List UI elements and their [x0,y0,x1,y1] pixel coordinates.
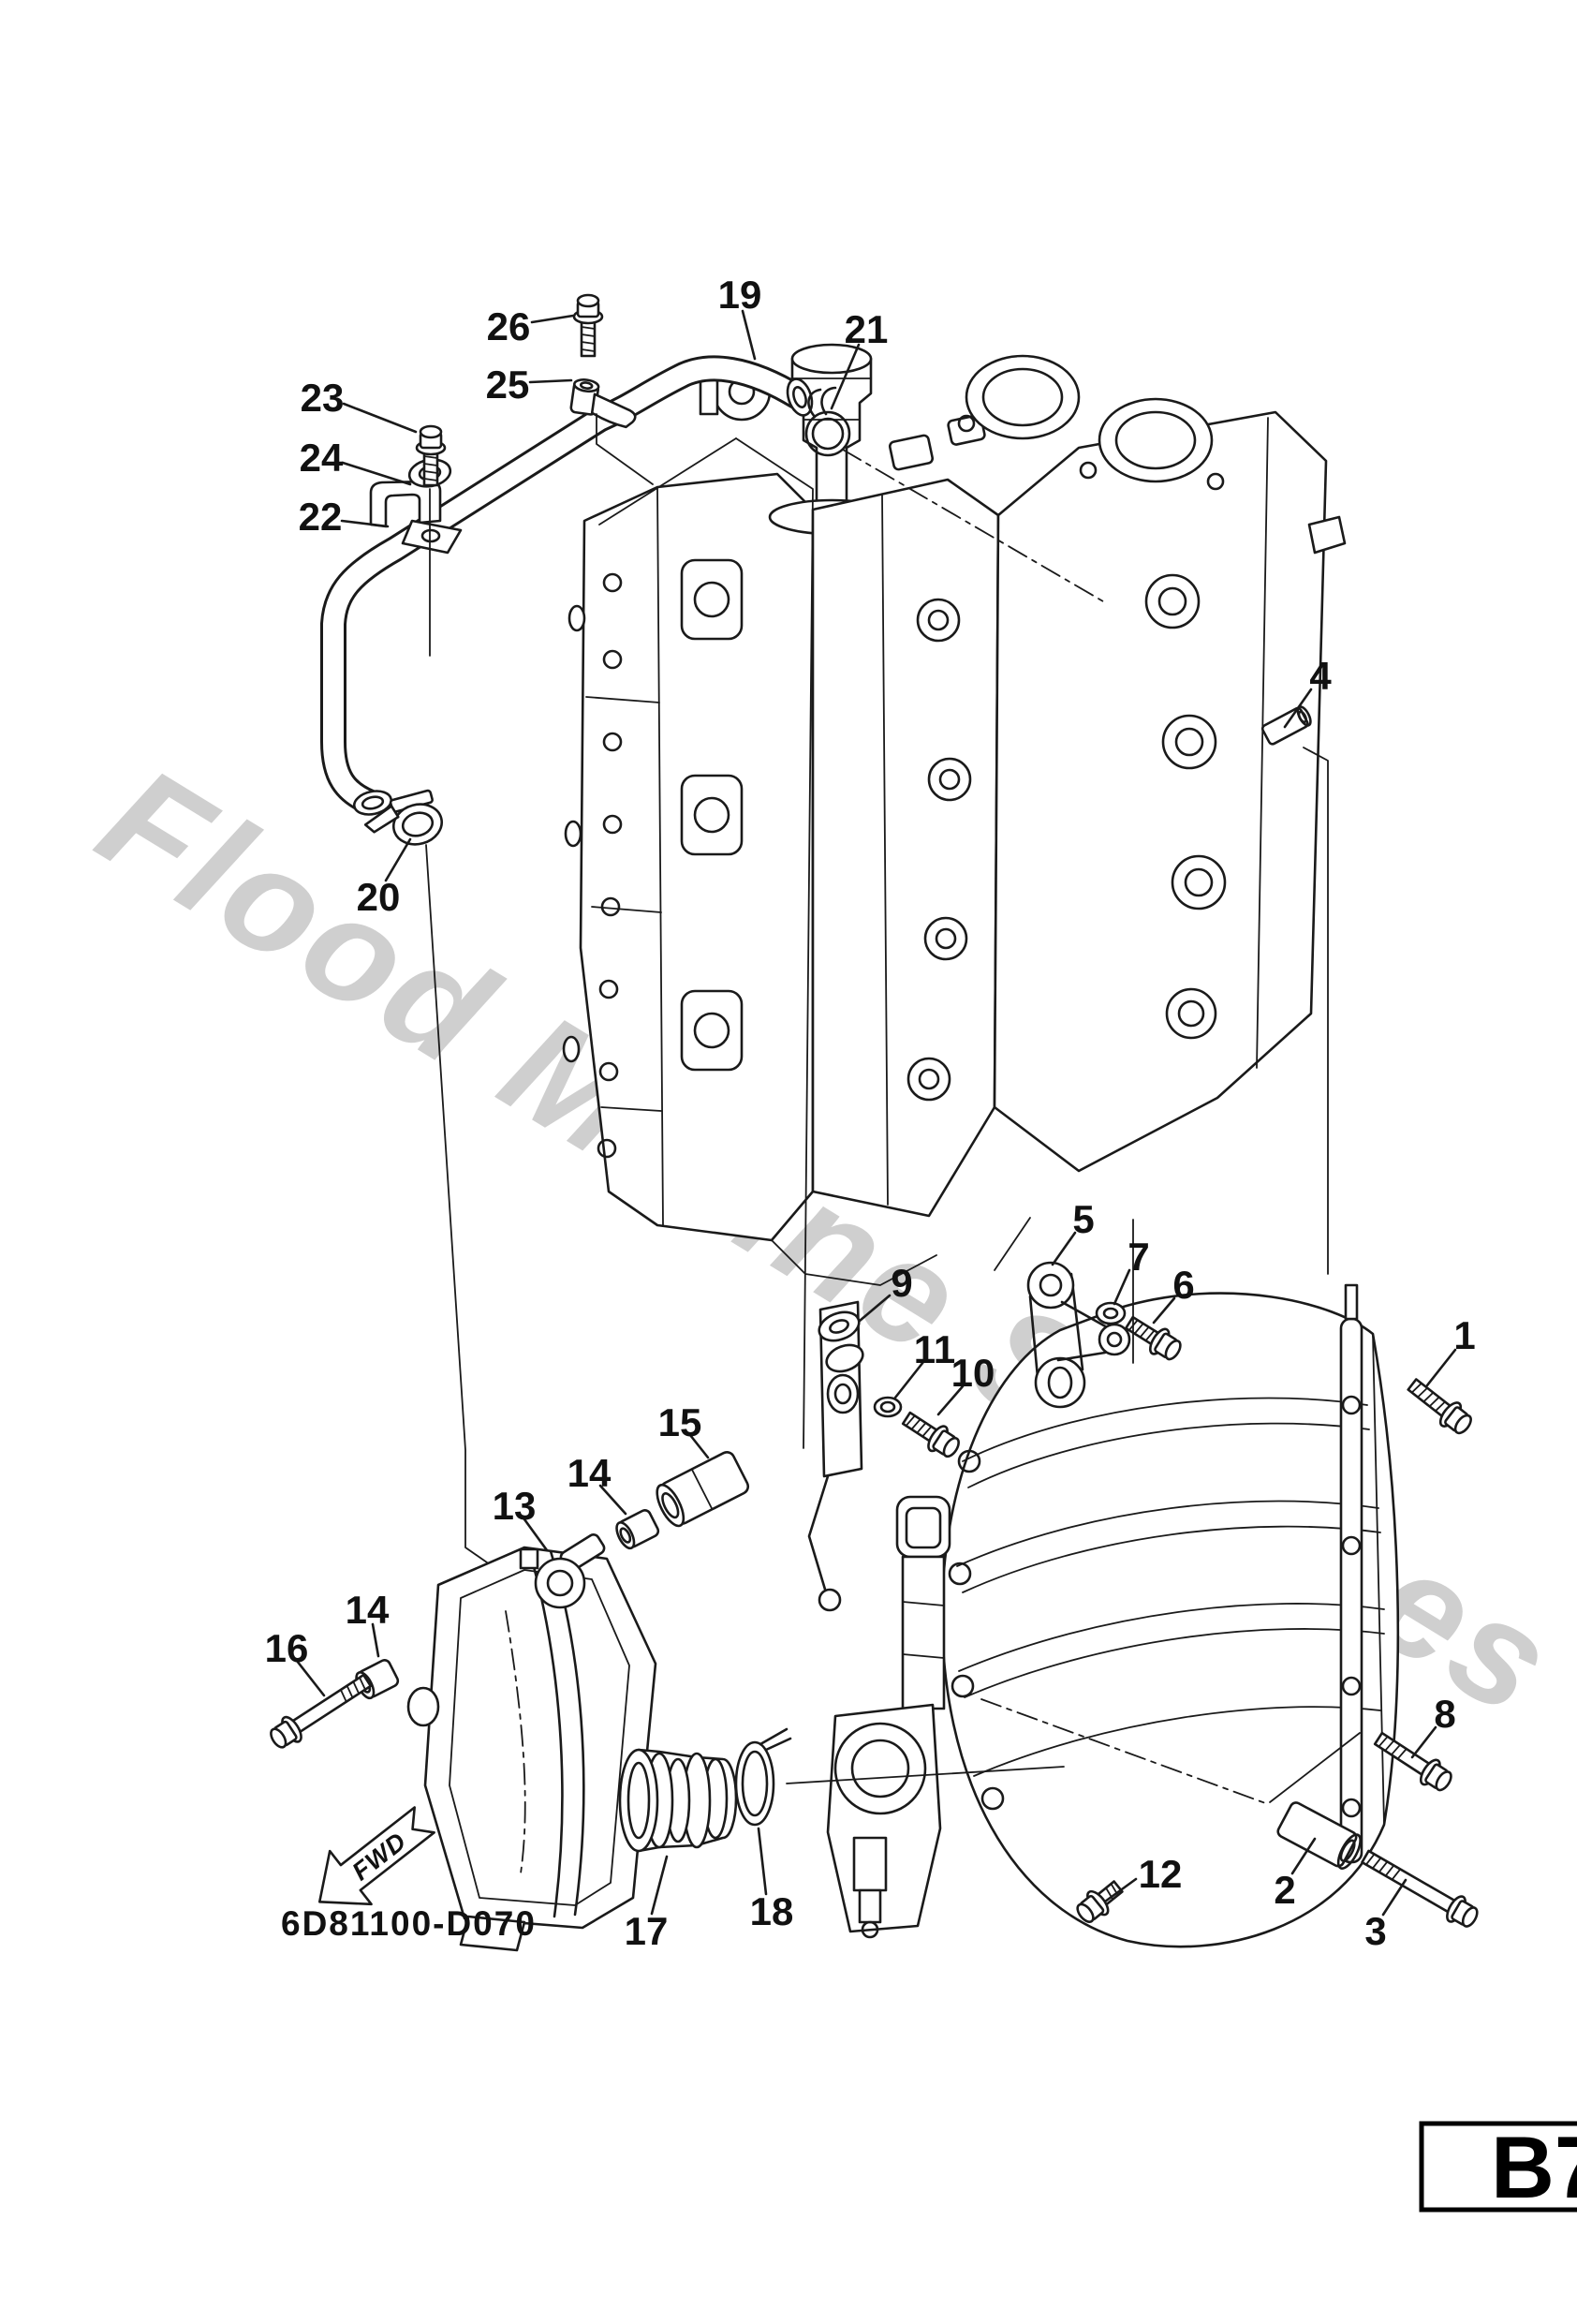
leader-line-7-6 [1113,1268,1131,1306]
bolt-23 [415,424,447,487]
leader-line-16-16 [295,1659,326,1697]
callout-26-26: 26 [487,304,531,348]
leader-line-25-25 [528,378,573,384]
bushing-14-upper [615,1509,660,1550]
callout-20-20: 20 [357,875,401,919]
callout-19-19: 19 [718,273,762,317]
clamp-13 [519,1533,606,1609]
hose-clamp-25 [569,378,637,429]
cable-clamp-20 [363,789,443,846]
callout-12-11: 12 [1139,1852,1183,1896]
callout-5-4: 5 [1072,1197,1094,1241]
bolt-1 [1407,1378,1472,1435]
callout-16-16: 16 [265,1626,309,1670]
callout-4-3: 4 [1309,654,1332,698]
washer-11 [873,1396,903,1418]
page-ref-box: B7 [1419,2118,1577,2216]
stay-9 [807,1300,864,1612]
leader-line-5-4 [1051,1231,1077,1266]
callout-14-13: 14 [567,1451,612,1495]
callout-1-0: 1 [1453,1313,1475,1357]
collar-15 [656,1451,750,1528]
callout-8-7: 8 [1434,1692,1455,1736]
leader-line-3-2 [1381,1878,1408,1917]
page-ref-label: B7 [1491,2118,1577,2216]
leader-line-19-19 [741,309,757,361]
callout-7-6: 7 [1127,1235,1149,1279]
leader-line-13-12 [523,1517,549,1552]
drawing-code: 6D81100-D070 [281,1904,537,1943]
callout-13-12: 13 [493,1484,537,1528]
washer-7 [1095,1301,1127,1325]
bolt-26 [572,293,604,358]
bolt-3 [1361,1849,1479,1928]
bellows-17 [618,1748,738,1853]
bolt-8 [1373,1731,1452,1792]
bolt-6 [1124,1315,1182,1361]
callout-24-24: 24 [300,436,344,480]
mount-cover [406,1546,657,1952]
callout-23-23: 23 [301,376,345,420]
callout-15-14: 15 [658,1400,702,1444]
bolt-10 [901,1411,960,1458]
leader-line-2-1 [1290,1837,1317,1875]
leader-line-14-13 [598,1484,627,1516]
callout-22-22: 22 [299,495,343,539]
leader-line-14-15 [371,1622,380,1658]
wire-clamp-21 [804,386,851,457]
callout-9-8: 9 [891,1261,912,1305]
group-boundary-lines [425,437,1361,1805]
leader-line-18-18 [757,1827,768,1896]
clamp-25-guide-line [596,413,654,485]
bolt-16 [270,1673,373,1749]
callout-10-9: 10 [951,1351,995,1395]
throttle-body [826,1495,951,1939]
callout-17-17: 17 [625,1909,669,1953]
callout-21-21: 21 [845,307,889,351]
callout-14-15: 14 [346,1588,390,1632]
leader-line-9-8 [858,1294,892,1323]
leader-line-17-17 [650,1855,669,1916]
callout-18-18: 18 [750,1889,794,1933]
callout-2-1: 2 [1274,1868,1295,1912]
leader-line-4-3 [1283,688,1313,729]
leader-line-26-26 [530,314,575,324]
leader-line-6-5 [1152,1296,1176,1325]
leader-line-10-9 [936,1384,965,1416]
ring-clamp-18 [734,1727,792,1827]
callout-3-2: 3 [1364,1909,1386,1953]
u-bracket-22 [369,480,463,555]
callout-25-25: 25 [486,363,530,407]
bolt-12 [1076,1880,1124,1923]
leader-line-21-21 [830,343,861,410]
leader-line-11-10 [893,1360,925,1399]
leader-line-20-20 [384,837,412,882]
leader-line-1-0 [1425,1348,1457,1387]
leader-line-12-11 [1103,1877,1138,1903]
powerhead-assembly [562,343,1347,1286]
callout-11-10: 11 [914,1327,955,1371]
leader-line-15-14 [688,1433,710,1459]
leader-line-8-7 [1410,1725,1437,1759]
bracket-5 [1026,1261,1131,1409]
leader-line-23-23 [342,402,418,434]
leader-line-24-24 [341,461,412,486]
callout-6-5: 6 [1172,1263,1194,1307]
leader-line-22-22 [340,519,390,528]
breather-hose [320,355,814,816]
